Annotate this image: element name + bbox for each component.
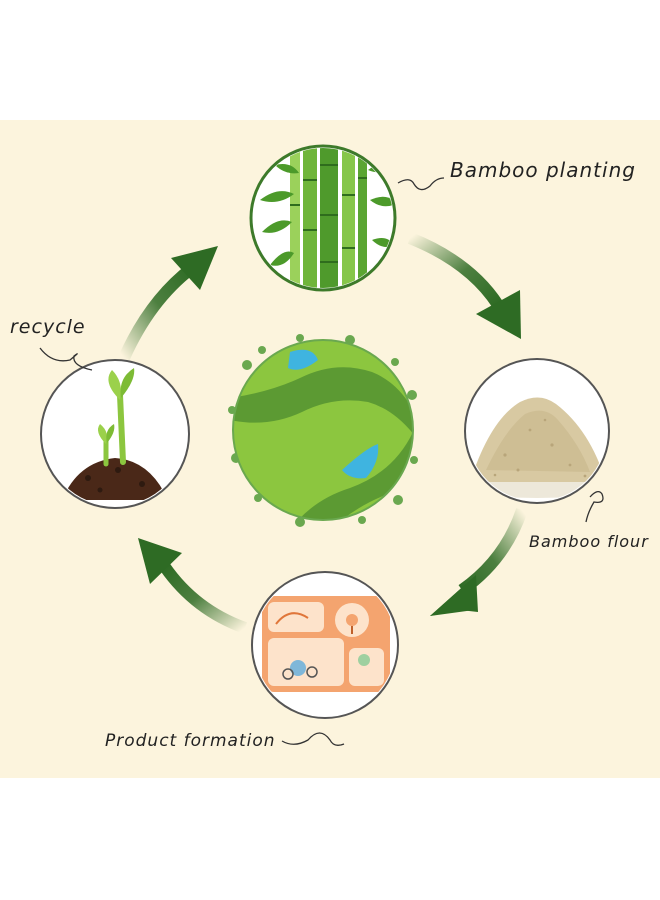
bamboo-icon [249,144,397,292]
arrow-recycle-to-planting [118,246,218,361]
arrow-product-to-recycle [138,538,248,634]
food-tray-icon [251,571,399,719]
arrow-flour-to-product [430,508,528,616]
label-recycle: recycle [10,316,86,338]
flour-pile-icon [464,358,610,504]
label-bamboo-planting: Bamboo planting [450,158,636,182]
seedling-icon [40,359,190,509]
label-product-formation: Product formation [105,731,276,751]
arrow-planting-to-flour [407,232,521,339]
green-globe-icon [228,334,418,527]
label-bamboo-flour: Bamboo flour [529,532,649,551]
label-connectors [39,177,604,746]
